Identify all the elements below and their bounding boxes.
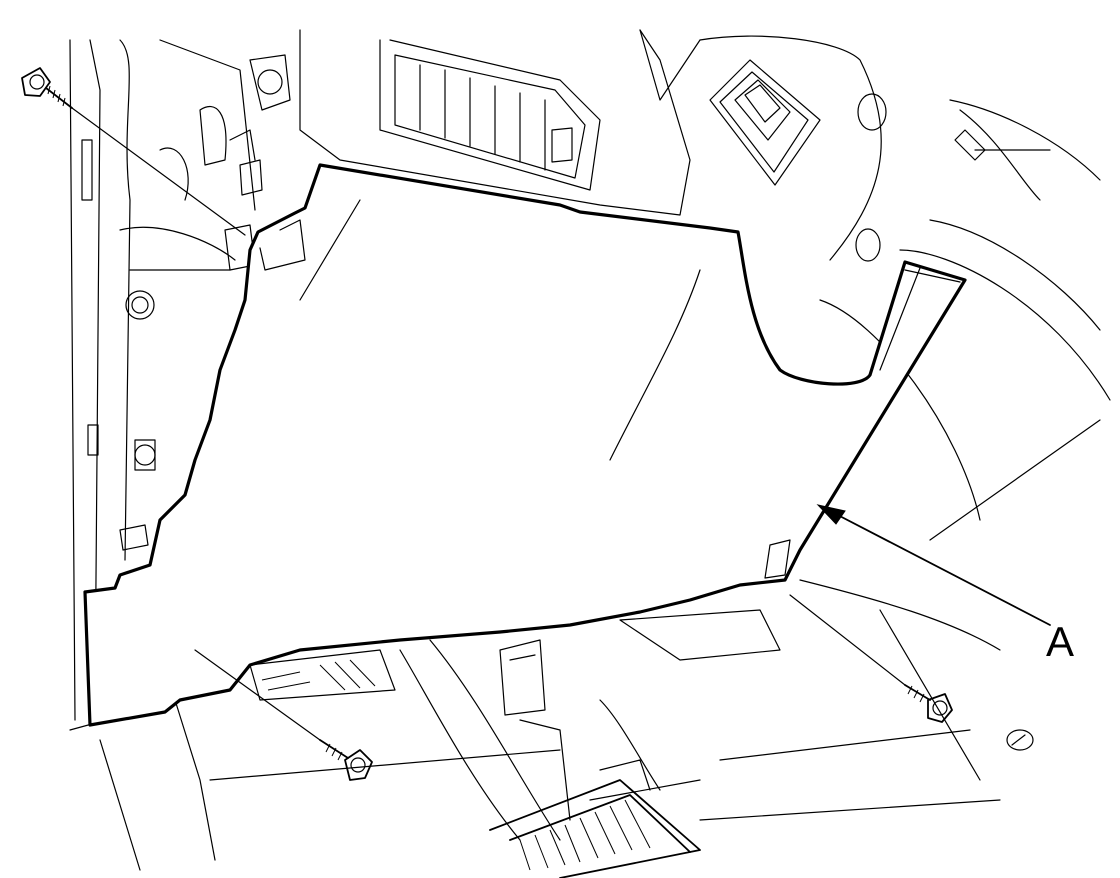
door-opening bbox=[799, 99, 1111, 781]
control-switch bbox=[709, 59, 821, 186]
screw-icon bbox=[21, 67, 73, 109]
callout-a-arrow bbox=[816, 504, 1051, 626]
screw-icon bbox=[904, 684, 953, 723]
a-pillar-structure bbox=[69, 39, 291, 721]
accelerator-pedal bbox=[489, 759, 701, 878]
side-cover-panel bbox=[83, 163, 967, 727]
screw-icon bbox=[319, 739, 373, 781]
callout-label-a: A bbox=[1046, 618, 1074, 665]
dashboard-structure bbox=[299, 29, 882, 261]
lower-vent bbox=[177, 621, 396, 701]
installation-lines bbox=[71, 107, 906, 741]
panel-holes bbox=[855, 93, 1051, 262]
